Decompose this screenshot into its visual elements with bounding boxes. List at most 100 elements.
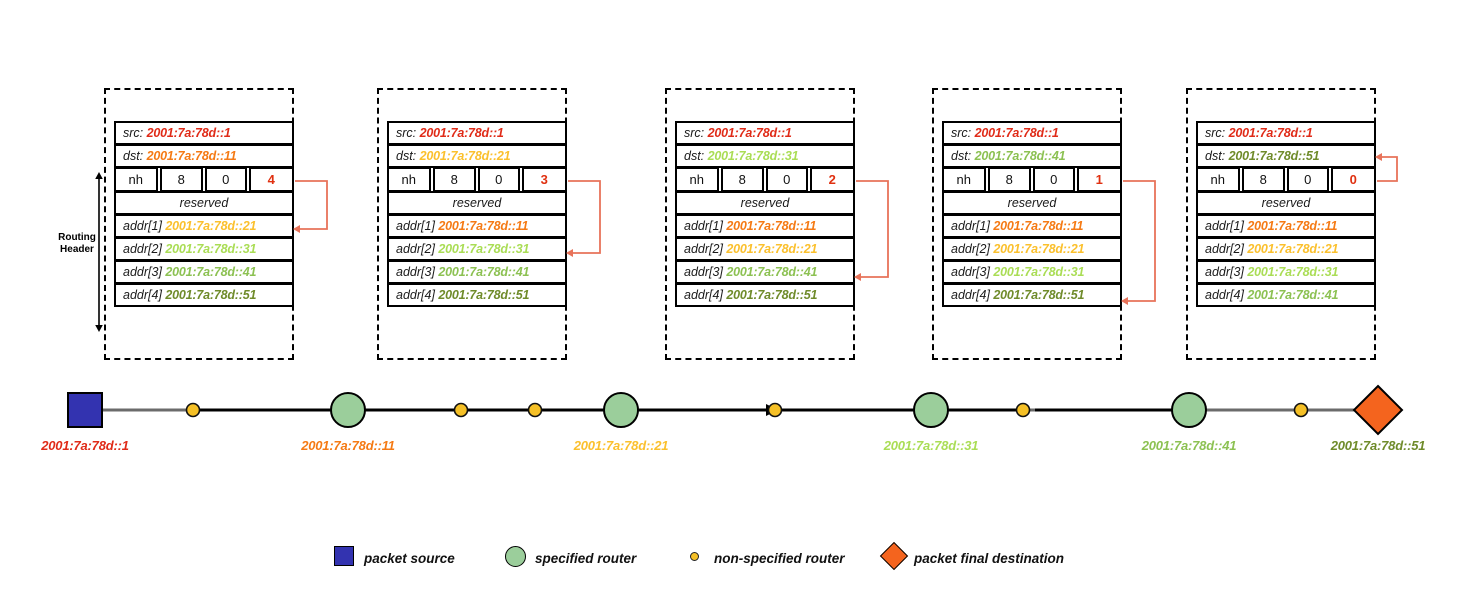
packet-addr-row-4: addr[4] 2001:7a:78d::51: [675, 283, 855, 307]
packet-addr-row-4-value: 2001:7a:78d::41: [1247, 288, 1339, 302]
packet-addr-row-1-value: 2001:7a:78d::21: [165, 219, 257, 233]
packet-src-row-value: 2001:7a:78d::1: [1228, 126, 1313, 140]
packet-addr-row-2-value: 2001:7a:78d::31: [438, 242, 530, 256]
packet-addr-row-4: addr[4] 2001:7a:78d::51: [114, 283, 294, 307]
packet-addr-row-1-label: addr[1]: [396, 219, 439, 233]
segments-left-cell: 0: [1330, 167, 1376, 192]
specified-router-31-label: 2001:7a:78d::31: [883, 438, 979, 453]
non-specified-router-1[interactable]: [185, 402, 201, 418]
packet-dst-row: dst: 2001:7a:78d::41: [942, 144, 1122, 168]
packet-addr-row-1-value: 2001:7a:78d::11: [993, 219, 1084, 233]
non-specified-router-3[interactable]: [527, 402, 543, 418]
packet-dst-row: dst: 2001:7a:78d::11: [114, 144, 294, 168]
non-specified-router-2[interactable]: [453, 402, 469, 418]
segments-left-cell: 2: [809, 167, 855, 192]
packet-addr-row-2-value: 2001:7a:78d::21: [726, 242, 818, 256]
non-specified-router-5[interactable]: [1015, 402, 1031, 418]
packet-addr-row-2: addr[2] 2001:7a:78d::21: [1196, 237, 1376, 261]
packet-addr-row-4-label: addr[4]: [951, 288, 994, 302]
packet-addr-row-2-label: addr[2]: [1205, 242, 1248, 256]
packet-addr-row-1-value: 2001:7a:78d::11: [1247, 219, 1338, 233]
packet-addr-row-3-label: addr[3]: [396, 265, 439, 279]
packet-src-row-label: src:: [396, 126, 420, 140]
packet-src-row-value: 2001:7a:78d::1: [707, 126, 792, 140]
packet-dst-row-label: dst:: [684, 149, 708, 163]
packet-dst-row-value: 2001:7a:78d::41: [974, 149, 1066, 163]
reserved-row: reserved: [1196, 191, 1376, 215]
packet-final-destination-label: 2001:7a:78d::51: [1330, 438, 1426, 453]
packet-addr-row-3-value: 2001:7a:78d::31: [1247, 265, 1339, 279]
specified-router-41[interactable]: [1171, 392, 1207, 428]
packet-dst-row-label: dst:: [1205, 149, 1229, 163]
packet-src-row-value: 2001:7a:78d::1: [419, 126, 504, 140]
packet-addr-row-3: addr[3] 2001:7a:78d::41: [387, 260, 567, 284]
specified-router-21-label: 2001:7a:78d::21: [573, 438, 669, 453]
packet-src-row: src: 2001:7a:78d::1: [114, 121, 294, 145]
small-dot-icon-shape: [690, 552, 699, 561]
packet-dst-row: dst: 2001:7a:78d::21: [387, 144, 567, 168]
packet-addr-row-1: addr[1] 2001:7a:78d::21: [114, 214, 294, 238]
packet-addr-row-3-value: 2001:7a:78d::41: [438, 265, 530, 279]
next-header-cell: nh: [675, 167, 719, 192]
packet-addr-row-1-label: addr[1]: [1205, 219, 1248, 233]
packet-addr-row-2: addr[2] 2001:7a:78d::31: [387, 237, 567, 261]
routing-header-span-arrow-icon: [95, 172, 103, 332]
packet-dst-row-label: dst:: [396, 149, 420, 163]
packet-addr-row-2-value: 2001:7a:78d::21: [1247, 242, 1339, 256]
non-specified-router-6[interactable]: [1293, 402, 1309, 418]
packet-source[interactable]: [67, 392, 103, 428]
packet-final-destination[interactable]: [1352, 384, 1404, 436]
segments-left-cell: 4: [248, 167, 294, 192]
packet-addr-row-3-label: addr[3]: [951, 265, 994, 279]
packet-addr-row-4-label: addr[4]: [123, 288, 166, 302]
specified-router-11[interactable]: [330, 392, 366, 428]
non-specified-router-4[interactable]: [767, 402, 783, 418]
packet-dst-row-value: 2001:7a:78d::21: [419, 149, 511, 163]
packet-src-row: src: 2001:7a:78d::1: [675, 121, 855, 145]
packet-addr-row-2: addr[2] 2001:7a:78d::21: [675, 237, 855, 261]
hdr-ext-len-cell: 8: [159, 167, 203, 192]
legend-label-0: packet source: [364, 551, 455, 566]
routing-header-bracket-label: Routing Header: [48, 232, 106, 256]
specified-router-21[interactable]: [603, 392, 639, 428]
packet-addr-row-2-label: addr[2]: [684, 242, 727, 256]
packet-dst-row-label: dst:: [123, 149, 147, 163]
packet-addr-row-1-label: addr[1]: [951, 219, 994, 233]
packet-src-row: src: 2001:7a:78d::1: [942, 121, 1122, 145]
packet-src-row: src: 2001:7a:78d::1: [1196, 121, 1376, 145]
packet-addr-row-3-label: addr[3]: [1205, 265, 1248, 279]
packet-dst-row: dst: 2001:7a:78d::31: [675, 144, 855, 168]
hdr-ext-len-cell: 8: [1241, 167, 1285, 192]
square-icon-shape: [334, 546, 354, 566]
routing-header-label-line1: Routing: [58, 232, 96, 243]
segments-left-cell: 3: [521, 167, 567, 192]
hdr-ext-len-cell: 8: [987, 167, 1031, 192]
packet-addr-row-2-label: addr[2]: [951, 242, 994, 256]
diamond-icon: [879, 541, 909, 571]
packet-src-row-label: src:: [123, 126, 147, 140]
packet-addr-row-4: addr[4] 2001:7a:78d::41: [1196, 283, 1376, 307]
packet-addr-row-1: addr[1] 2001:7a:78d::11: [1196, 214, 1376, 238]
packet-addr-row-2-label: addr[2]: [123, 242, 166, 256]
next-header-cell: nh: [114, 167, 158, 192]
packet-addr-row-2-label: addr[2]: [396, 242, 439, 256]
packet-src-row: src: 2001:7a:78d::1: [387, 121, 567, 145]
specified-router-31[interactable]: [913, 392, 949, 428]
legend-label-3: packet final destination: [914, 551, 1065, 566]
packet-addr-row-3: addr[3] 2001:7a:78d::31: [1196, 260, 1376, 284]
reserved-row: reserved: [387, 191, 567, 215]
legend-label-1: specified router: [535, 551, 637, 566]
routing-header-label-line2: Header: [60, 244, 94, 255]
